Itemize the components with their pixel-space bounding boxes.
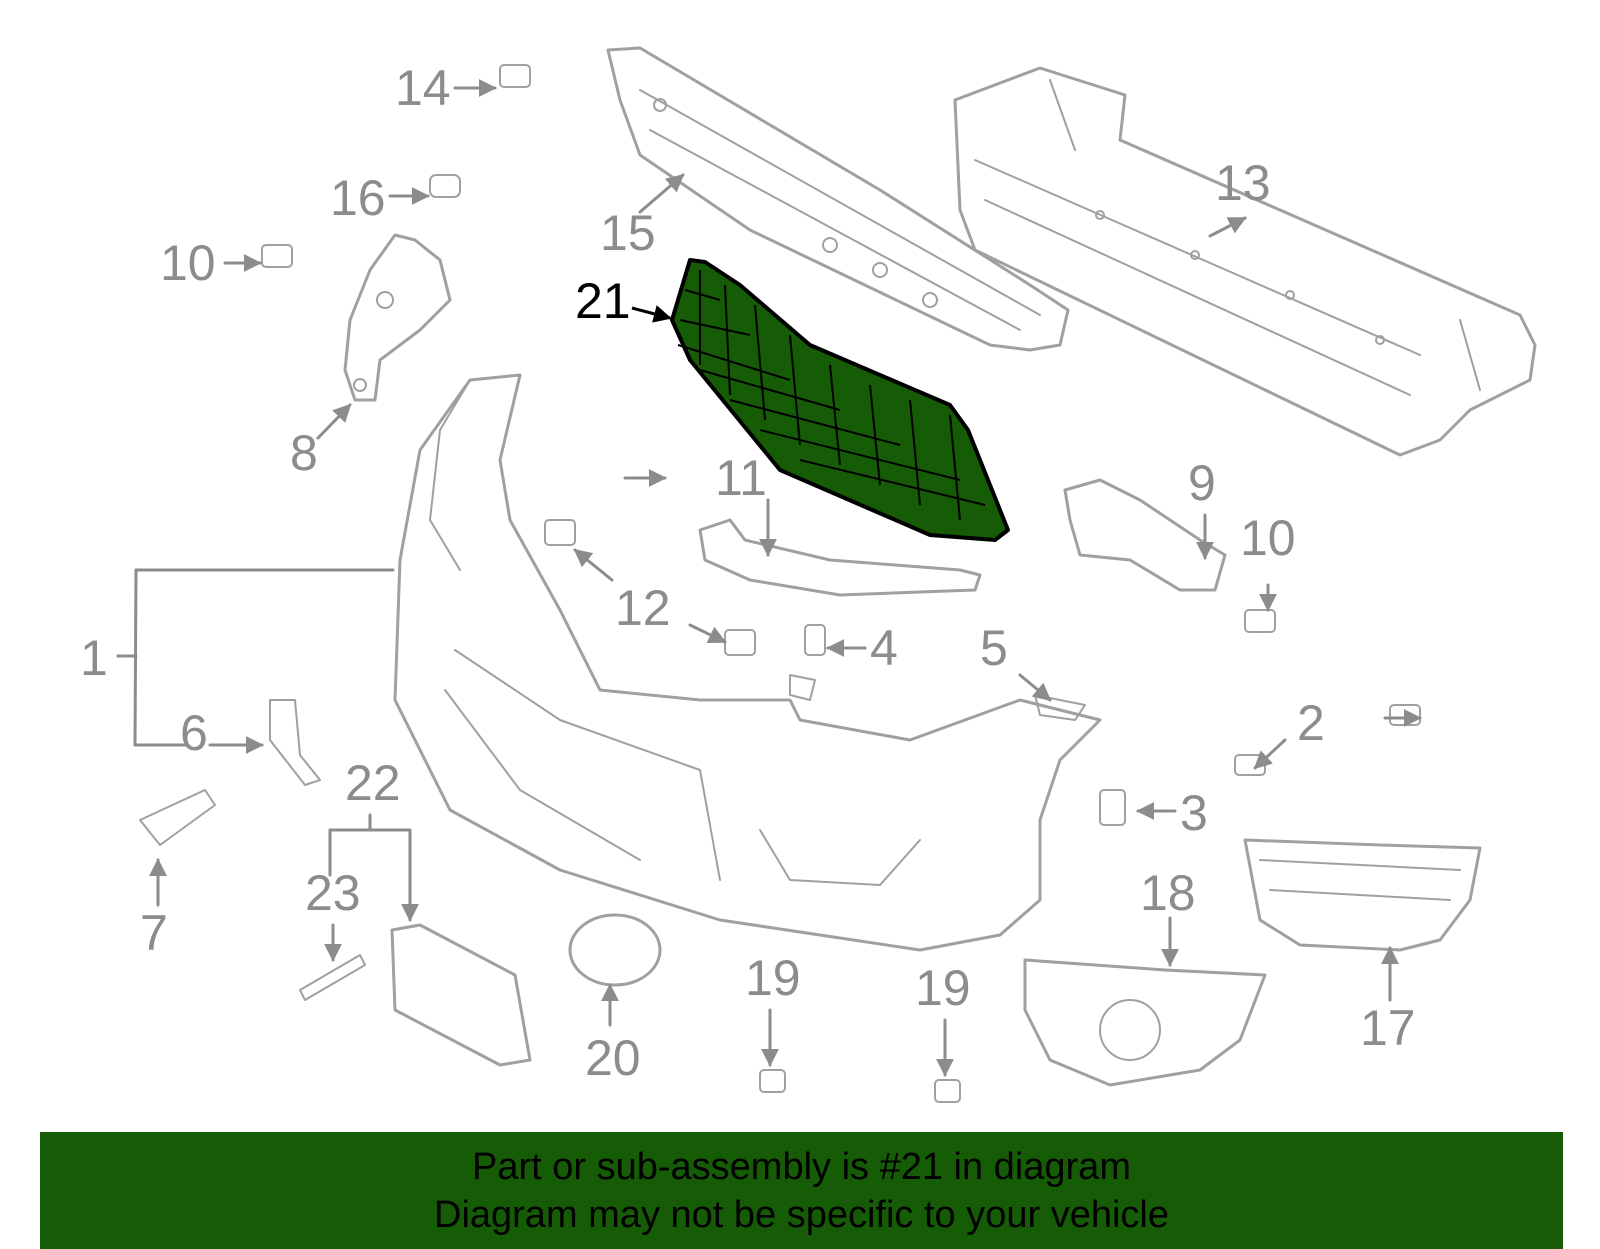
leader-lines bbox=[116, 79, 1422, 1077]
callout-15: 15 bbox=[600, 205, 656, 261]
callout-16: 16 bbox=[330, 170, 386, 226]
bumper-cover-part bbox=[393, 373, 1102, 952]
right-bracket-part bbox=[1063, 478, 1227, 592]
callout-9: 9 bbox=[1188, 455, 1216, 511]
callout-18: 18 bbox=[1140, 865, 1196, 921]
callout-19-left: 19 bbox=[745, 950, 801, 1006]
callout-14: 14 bbox=[395, 60, 451, 116]
callout-12: 12 bbox=[615, 580, 671, 636]
callout-10-right: 10 bbox=[1240, 510, 1296, 566]
reinforcement-beam-part bbox=[953, 66, 1537, 457]
callout-20: 20 bbox=[585, 1030, 641, 1086]
callout-8: 8 bbox=[290, 425, 318, 481]
callout-7: 7 bbox=[140, 905, 168, 961]
callout-1: 1 bbox=[80, 630, 108, 686]
callout-6: 6 bbox=[180, 705, 208, 761]
side-strip-part bbox=[698, 518, 982, 597]
callout-5: 5 bbox=[980, 620, 1008, 676]
callout-17: 17 bbox=[1360, 1000, 1416, 1056]
callout-4: 4 bbox=[870, 620, 898, 676]
license-bracket-part bbox=[390, 923, 532, 1067]
lower-grille-part-21 bbox=[670, 258, 1010, 542]
callout-19-right: 19 bbox=[915, 960, 971, 1016]
upper-absorber-part bbox=[606, 46, 1070, 352]
banner-line-2: Diagram may not be specific to your vehi… bbox=[434, 1193, 1169, 1236]
fog-bezel-part-17 bbox=[1243, 838, 1482, 952]
callout-23: 23 bbox=[305, 865, 361, 921]
callout-21: 21 bbox=[575, 273, 631, 329]
callout-22: 22 bbox=[345, 755, 401, 811]
callout-2: 2 bbox=[1297, 695, 1325, 751]
banner-line-1: Part or sub-assembly is #21 in diagram bbox=[472, 1145, 1131, 1188]
lamp-cover-part bbox=[568, 913, 662, 987]
callout-11: 11 bbox=[715, 450, 767, 506]
callout-3: 3 bbox=[1180, 785, 1208, 841]
fog-bezel-part-18 bbox=[1023, 958, 1267, 1087]
side-bracket-part bbox=[343, 233, 452, 402]
info-banner: Part or sub-assembly is #21 in diagram D… bbox=[40, 1132, 1563, 1249]
callout-10-left: 10 bbox=[160, 235, 216, 291]
callout-13: 13 bbox=[1215, 155, 1271, 211]
